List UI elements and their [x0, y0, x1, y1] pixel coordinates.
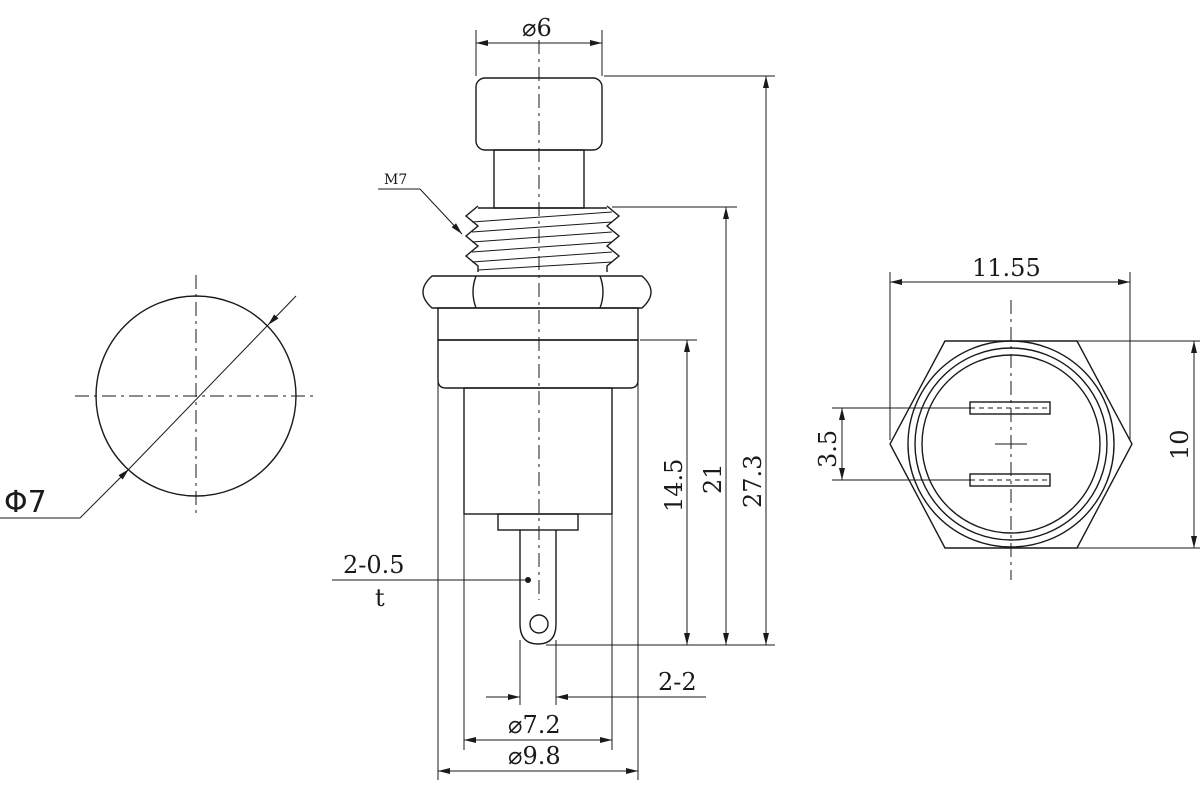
dim-hex-height: 10: [1077, 340, 1200, 549]
front-diameter-leader-bottom: [79, 468, 130, 519]
height-body-label: 14.5: [660, 459, 688, 512]
dim-terminal-gap: 3.5: [814, 407, 970, 481]
terminal-hole: [529, 614, 549, 634]
terminal-gap-label: 3.5: [814, 430, 842, 468]
dim-thread: M7: [378, 172, 463, 235]
side-view: [422, 40, 652, 645]
front-diameter-leader-top: [267, 295, 297, 326]
cap-diameter-label: ⌀6: [522, 14, 552, 42]
height-thread-label: 21: [699, 463, 727, 494]
body-flange: [437, 339, 639, 389]
terminal: [519, 530, 557, 645]
dim-terminal: 2-0.5 t: [332, 551, 531, 612]
body-outer-diameter-label: ⌀9.8: [508, 742, 561, 770]
height-total-label: 27.3: [739, 455, 767, 508]
dim-heights: 14.5 21 27.3: [546, 75, 775, 646]
dim-cap-diameter: ⌀6: [475, 14, 603, 76]
terminal-spacing-label: 2-2: [658, 668, 697, 696]
terminal-label: 2-0.5: [343, 551, 405, 579]
washer: [437, 307, 639, 341]
dim-hex-width: 11.55: [889, 254, 1131, 440]
front-diameter-label: Φ7: [4, 485, 47, 520]
hex-nut: [422, 275, 652, 309]
thread: [464, 205, 621, 272]
body-inner-diameter-label: ⌀7.2: [508, 711, 561, 739]
terminal-base: [497, 513, 579, 531]
terminal-sub-label: t: [375, 584, 385, 612]
dim-bottom: 2-2 ⌀7.2 ⌀9.8: [437, 342, 706, 780]
hex-width-label: 11.55: [972, 254, 1041, 282]
front-view: Φ7: [0, 275, 318, 520]
front-diameter-line: [128, 324, 269, 470]
body: [463, 387, 613, 515]
thread-label: M7: [384, 172, 407, 188]
bottom-view: [889, 300, 1133, 580]
hex-height-label: 10: [1166, 429, 1194, 460]
